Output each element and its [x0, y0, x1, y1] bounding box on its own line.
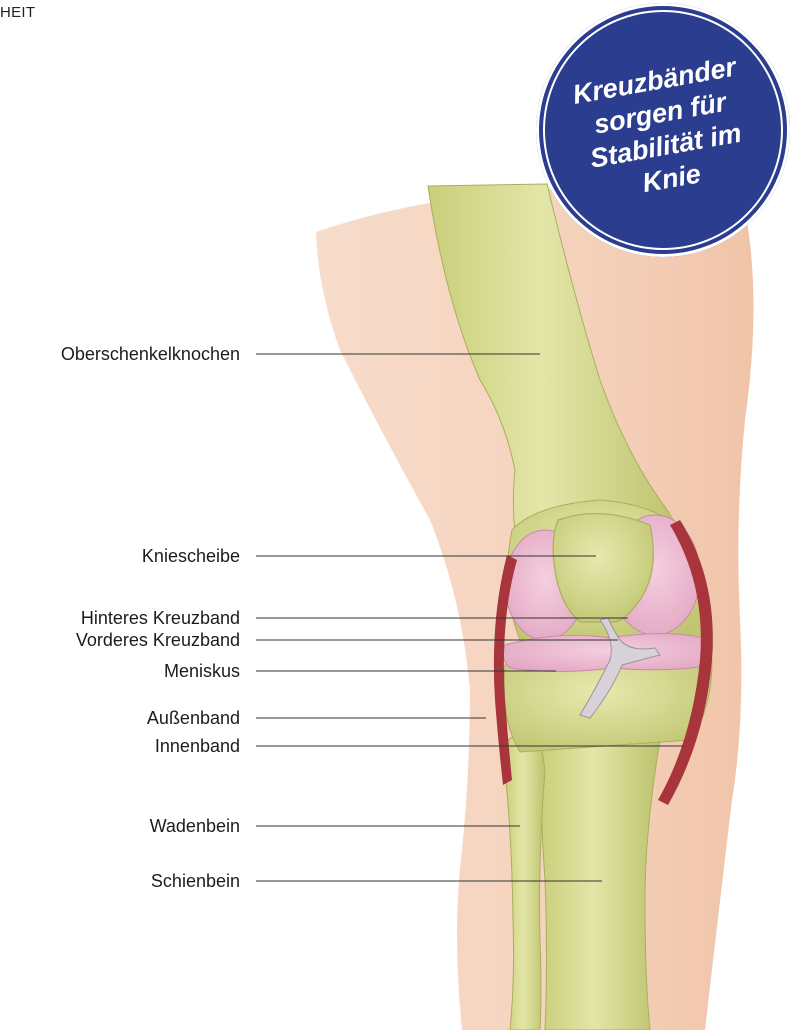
badge-text: Kreuzbänder sorgen für Stabilität im Kni… — [516, 0, 795, 277]
label-wadenbein: Wadenbein — [150, 816, 240, 836]
info-badge: Kreuzbänder sorgen für Stabilität im Kni… — [536, 3, 790, 257]
label-kniescheibe: Kniescheibe — [142, 546, 240, 566]
label-aussenband: Außenband — [147, 708, 240, 728]
label-schienbein: Schienbein — [151, 871, 240, 891]
label-meniskus: Meniskus — [164, 661, 240, 681]
tibia-shaft — [540, 740, 660, 1030]
label-innenband: Innenband — [155, 736, 240, 756]
label-hinteres-kreuzband: Hinteres Kreuzband — [81, 608, 240, 628]
label-vorderes-kreuzband: Vorderes Kreuzband — [76, 630, 240, 650]
label-oberschenkelknochen: Oberschenkelknochen — [61, 344, 240, 364]
